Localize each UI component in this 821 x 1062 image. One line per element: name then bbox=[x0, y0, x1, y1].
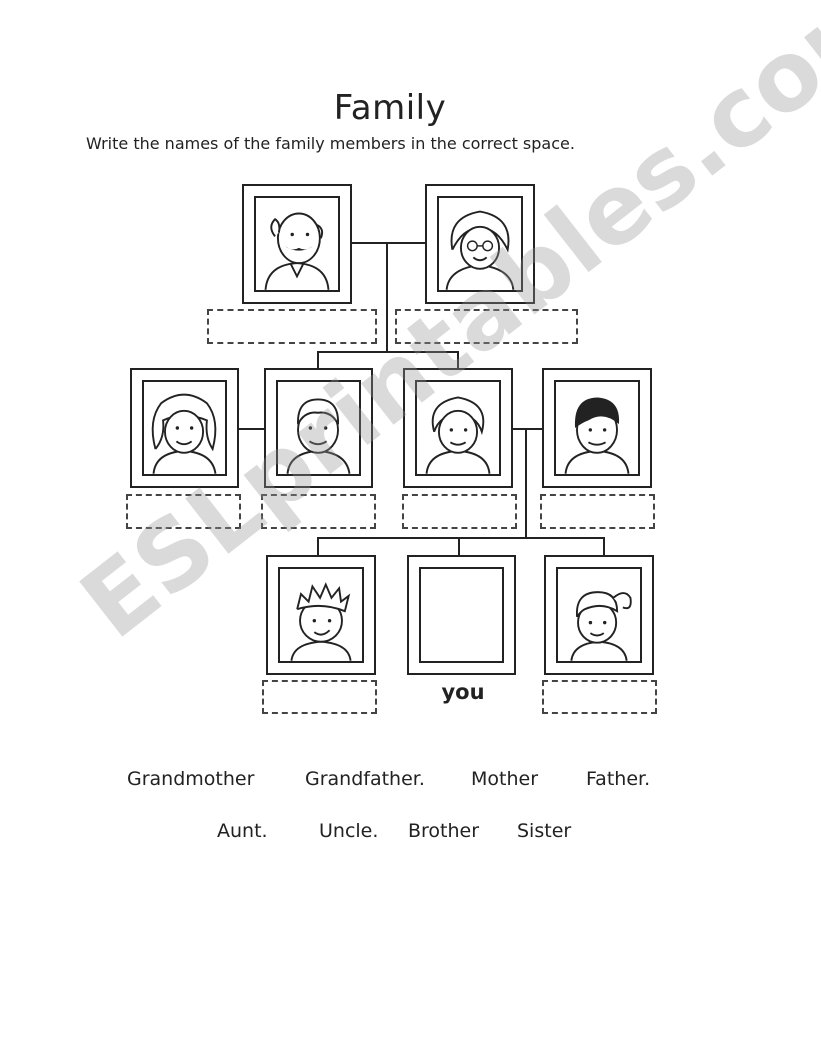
answer-box-father[interactable] bbox=[540, 494, 655, 529]
father-portrait bbox=[542, 368, 652, 488]
you-portrait bbox=[407, 555, 516, 675]
mother-portrait bbox=[403, 368, 513, 488]
sister-portrait bbox=[544, 555, 654, 675]
connector-line bbox=[317, 351, 458, 353]
man-face-icon bbox=[278, 382, 359, 474]
connector-line bbox=[238, 428, 265, 430]
word-mother: Mother bbox=[471, 768, 538, 790]
word-aunt: Aunt. bbox=[217, 820, 268, 842]
curly-hair-woman-face-icon bbox=[144, 382, 225, 474]
answer-box-aunt[interactable] bbox=[126, 494, 241, 529]
woman-face-icon bbox=[417, 382, 499, 474]
uncle-portrait bbox=[264, 368, 373, 488]
aunt-portrait bbox=[130, 368, 239, 488]
connector-line bbox=[317, 537, 605, 539]
grandmother-face-icon bbox=[439, 198, 521, 290]
connector-line bbox=[317, 537, 319, 557]
answer-box-brother[interactable] bbox=[262, 680, 377, 714]
grandfather-face-icon bbox=[256, 198, 338, 290]
answer-box-uncle[interactable] bbox=[261, 494, 376, 529]
word-grandfather: Grandfather. bbox=[305, 768, 425, 790]
connector-line bbox=[351, 242, 425, 244]
young-man-face-icon bbox=[556, 382, 638, 474]
brother-portrait bbox=[266, 555, 376, 675]
answer-box-mother[interactable] bbox=[402, 494, 517, 529]
answer-box-grandmother[interactable] bbox=[395, 309, 578, 344]
ponytail-girl-face-icon bbox=[558, 569, 640, 661]
connector-line bbox=[603, 537, 605, 557]
word-brother: Brother bbox=[408, 820, 479, 842]
connector-line bbox=[513, 428, 543, 430]
answer-box-sister[interactable] bbox=[542, 680, 657, 714]
grandmother-portrait bbox=[425, 184, 535, 304]
instructions-text: Write the names of the family members in… bbox=[86, 134, 575, 153]
answer-box-grandfather[interactable] bbox=[207, 309, 377, 344]
connector-line bbox=[458, 537, 460, 557]
spiky-hair-boy-face-icon bbox=[280, 569, 362, 661]
you-label: you bbox=[436, 680, 490, 704]
word-father: Father. bbox=[586, 768, 650, 790]
word-grandmother: Grandmother bbox=[127, 768, 254, 790]
connector-line bbox=[525, 428, 527, 538]
connector-line bbox=[386, 242, 388, 352]
word-sister: Sister bbox=[517, 820, 571, 842]
grandfather-portrait bbox=[242, 184, 352, 304]
word-uncle: Uncle. bbox=[319, 820, 378, 842]
worksheet-title: Family bbox=[0, 88, 780, 128]
